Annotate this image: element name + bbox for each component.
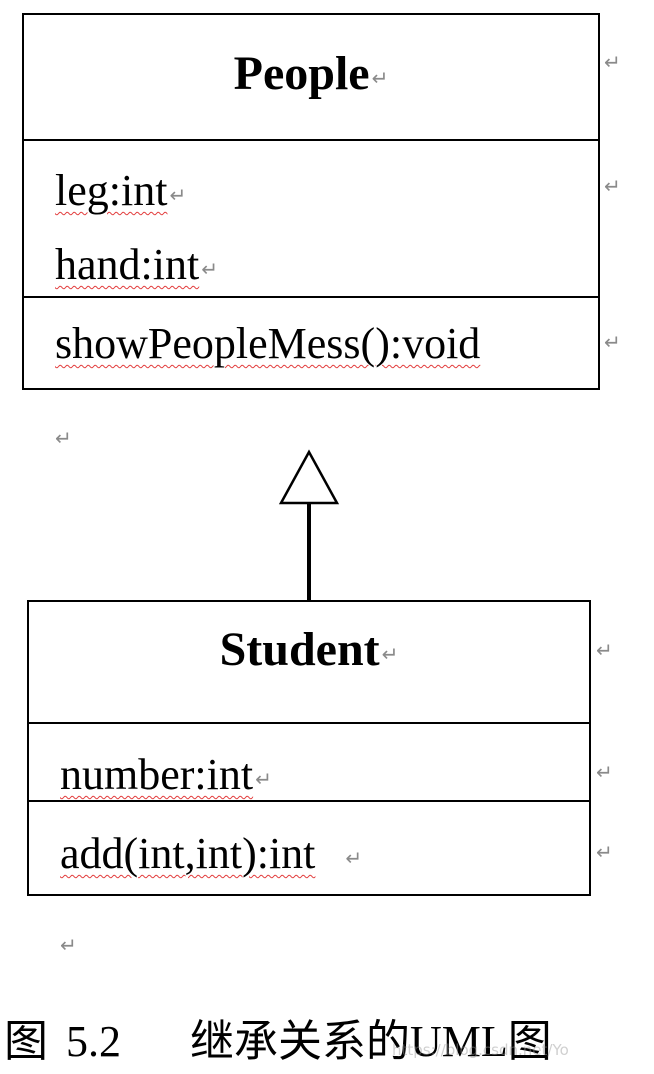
student-method-add-text: add(int,int):int (60, 829, 316, 878)
paragraph-mark-icon: ↵ (255, 766, 272, 791)
student-attribute-number: number:int↵ (60, 753, 272, 797)
paragraph-mark-icon: ↵ (201, 256, 218, 281)
people-divider-2 (24, 296, 598, 298)
paragraph-mark-icon: ↵ (345, 845, 363, 870)
paragraph-mark-icon: ↵ (604, 174, 621, 198)
inheritance-triangle-icon (278, 449, 340, 505)
paragraph-mark-icon: ↵ (371, 65, 389, 90)
student-class-box: Student↵ number:int↵ add(int,int):int↵ (27, 600, 591, 896)
paragraph-mark-icon: ↵ (596, 638, 613, 662)
caption-title: 继承关系的UML图 (190, 1017, 552, 1066)
paragraph-mark-icon: ↵ (381, 641, 399, 666)
people-class-name: People↵ (24, 50, 598, 98)
paragraph-mark-icon: ↵ (55, 426, 72, 450)
paragraph-mark-icon: ↵ (604, 50, 621, 74)
student-attribute-number-text: number:int (60, 750, 254, 799)
people-attribute-leg-text: leg:int (55, 166, 168, 215)
student-class-name: Student↵ (29, 626, 589, 674)
watermark: https://blog.csdn.net/Yo (392, 1041, 569, 1059)
people-name-compartment: People↵ (24, 15, 598, 140)
people-method-show: showPeopleMess():void (55, 322, 480, 366)
people-class-box: People↵ leg:int↵ hand:int↵ showPeopleMes… (22, 13, 600, 390)
people-attribute-hand: hand:int↵ (55, 243, 218, 287)
paragraph-mark-icon: ↵ (604, 330, 621, 354)
paragraph-mark-icon: ↵ (60, 933, 77, 957)
people-method-show-text: showPeopleMess():void (55, 319, 481, 368)
paragraph-mark-icon: ↵ (596, 760, 613, 784)
people-class-name-text: People (233, 47, 370, 100)
paragraph-mark-icon: ↵ (596, 840, 613, 864)
student-class-name-text: Student (219, 623, 380, 676)
people-divider-1 (24, 139, 598, 141)
student-name-compartment: Student↵ (29, 602, 589, 724)
student-divider-1 (29, 722, 589, 724)
caption-number: 5.2 (66, 1017, 121, 1066)
student-divider-2 (29, 800, 589, 802)
people-attribute-leg: leg:int↵ (55, 169, 186, 213)
paragraph-mark-icon: ↵ (169, 182, 187, 207)
student-method-add: add(int,int):int ↵ (60, 832, 362, 876)
people-attribute-hand-text: hand:int (55, 240, 200, 289)
figure-caption: 图 5.2 继承关系的UML图 (0, 1020, 654, 1070)
caption-prefix: 图 (4, 1017, 48, 1066)
